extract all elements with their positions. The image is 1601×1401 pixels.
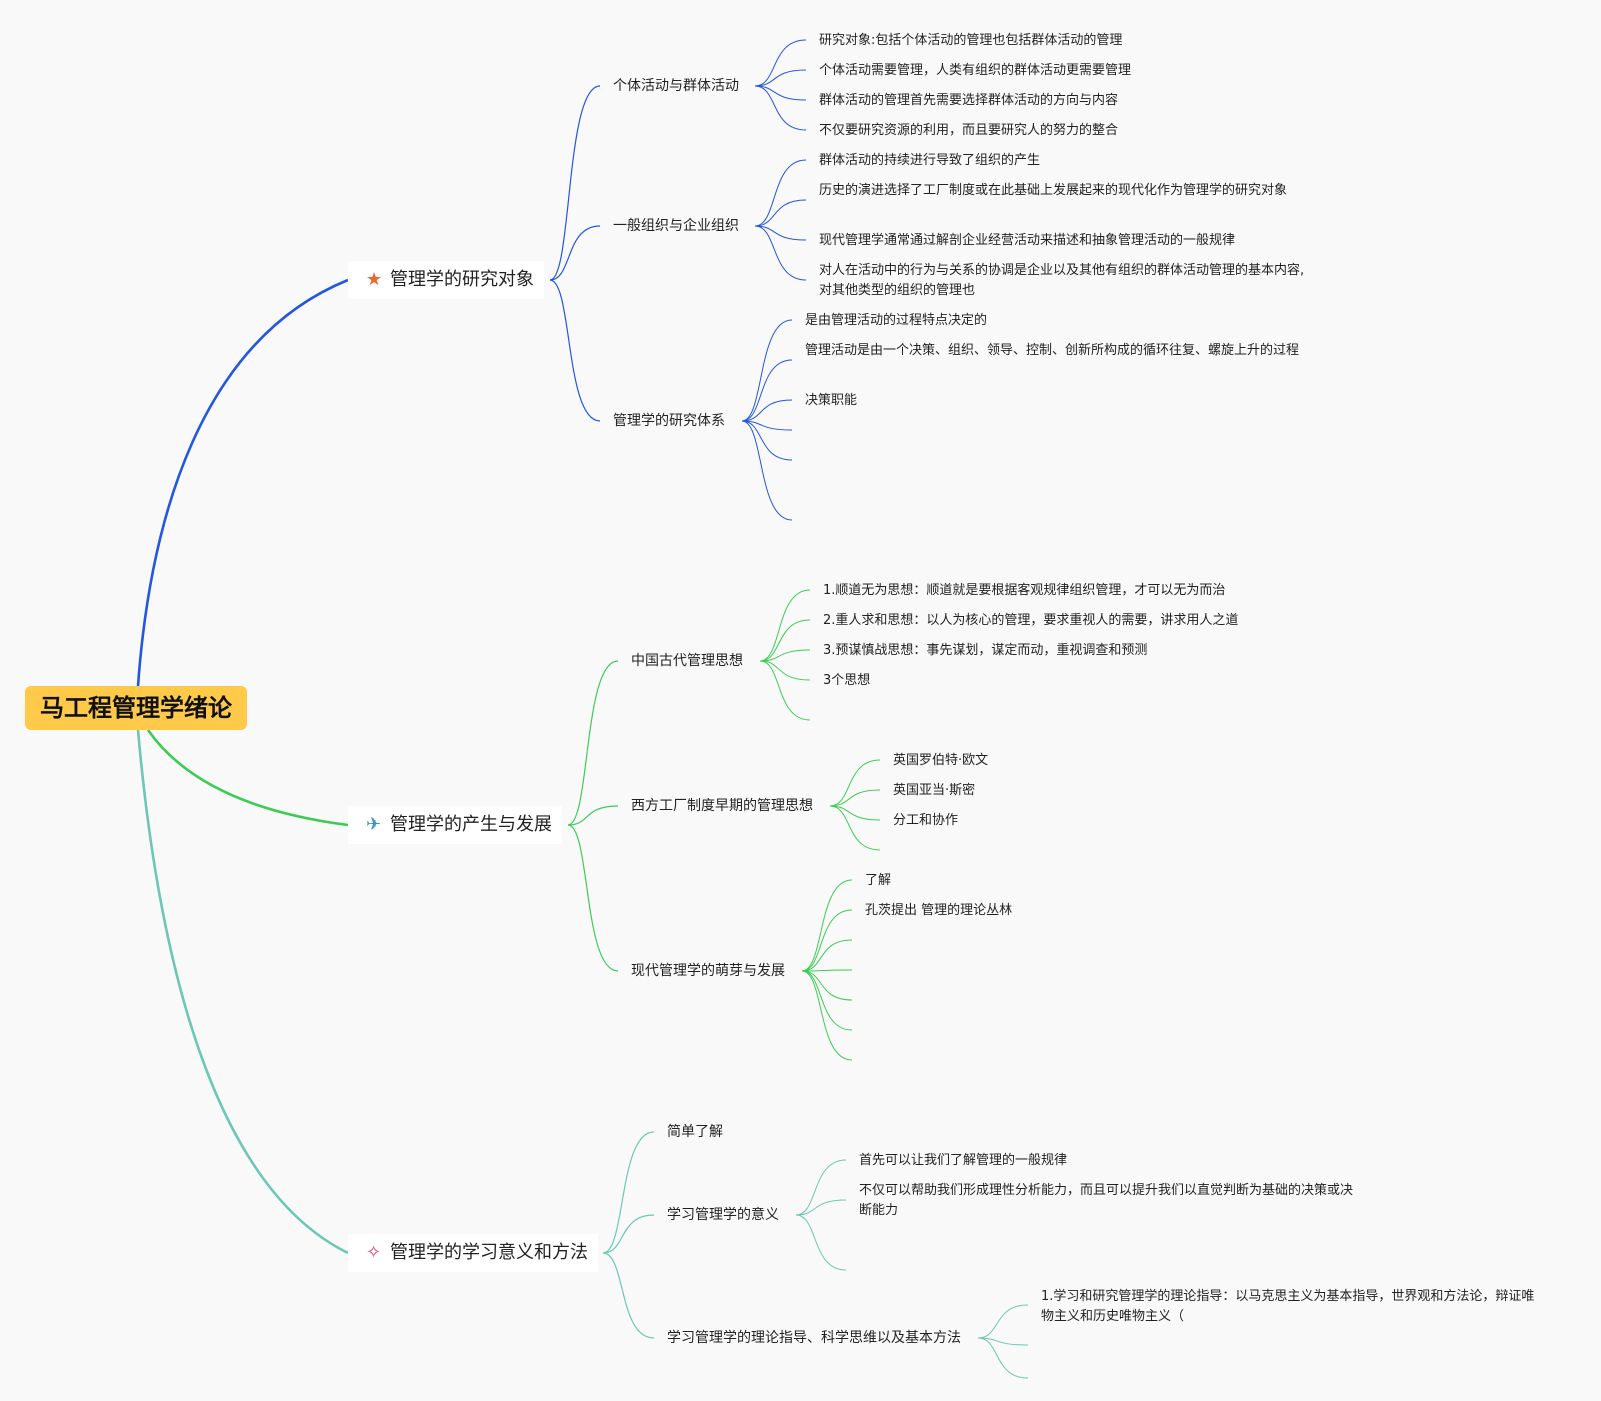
topic-modern-management[interactable]: 现代管理学的萌芽与发展	[631, 963, 785, 979]
leaf[interactable]: 管理活动是由一个决策、组织、领导、控制、创新所构成的循环往复、螺旋上升的过程	[805, 343, 1300, 358]
edge-root-branch2	[146, 729, 349, 827]
edge-topic-leaf	[801, 970, 853, 1061]
leaf[interactable]: 孔茨提出 管理的理论丛林	[865, 903, 1013, 918]
edge-topic-leaf	[801, 879, 853, 972]
topic-general-enterprise-org[interactable]: 一般组织与企业组织	[613, 218, 739, 234]
edge-root-branch1	[136, 278, 349, 687]
edge-topic-leaf	[754, 85, 807, 131]
topic-study-significance[interactable]: 学习管理学的意义	[667, 1207, 779, 1223]
leaf[interactable]: 1.顺道无为思想：顺道就是要根据客观规律组织管理，才可以无为而治	[823, 583, 1226, 598]
edge-branch-topic	[602, 1214, 655, 1254]
edge-topic-leaf	[801, 969, 853, 972]
edge-branch-topic	[549, 225, 601, 281]
leaf[interactable]: 英国亚当·斯密	[893, 783, 976, 798]
branch-label: 管理学的产生与发展	[390, 814, 552, 835]
edge-topic-leaf	[829, 805, 881, 821]
edge-topic-leaf	[829, 789, 881, 807]
edge-topic-leaf	[795, 1214, 847, 1271]
leaf[interactable]: 英国罗伯特·欧文	[893, 753, 989, 768]
edge-root-branch3	[136, 729, 349, 1255]
topic-research-system[interactable]: 管理学的研究体系	[613, 413, 725, 429]
leaf[interactable]: 不仅要研究资源的利用，而且要研究人的努力的整合	[819, 123, 1119, 138]
topic-brief-understanding[interactable]: 简单了解	[667, 1124, 723, 1140]
magic-wand-icon: ✧	[366, 1242, 382, 1263]
edge-topic-leaf	[759, 649, 811, 662]
edge-topic-leaf	[754, 199, 807, 227]
edge-branch-topic	[602, 1131, 655, 1254]
edge-branch-topic	[567, 824, 619, 972]
edge-topic-leaf	[741, 319, 793, 422]
edge-topic-leaf	[759, 660, 811, 681]
edge-topic-leaf	[795, 1199, 847, 1216]
leaf[interactable]: 对人在活动中的行为与关系的协调是企业以及其他有组织的群体活动管理的基本内容,对其…	[819, 263, 1305, 298]
branch-node-research-object[interactable]: ★ 管理学的研究对象	[348, 261, 544, 299]
edge-topic-leaf	[829, 759, 881, 807]
leaf[interactable]: 现代管理学通常通过解剖企业经营活动来描述和抽象管理活动的一般规律	[819, 233, 1236, 248]
edge-topic-leaf	[741, 359, 793, 422]
edge-topic-leaf	[754, 39, 807, 87]
topic-ancient-china[interactable]: 中国古代管理思想	[631, 653, 743, 669]
leaf[interactable]: 2.重人求和思想：以人为核心的管理，要求重视人的需要，讲求用人之道	[823, 613, 1239, 628]
paper-plane-icon: ✈	[366, 814, 382, 835]
edge-branch-topic	[567, 660, 619, 826]
edge-topic-leaf	[801, 970, 853, 1001]
branch-node-study-meaning-method[interactable]: ✧ 管理学的学习意义和方法	[348, 1234, 598, 1272]
leaf[interactable]: 研究对象:包括个体活动的管理也包括群体活动的管理	[819, 33, 1123, 48]
topic-theory-guidance-methods[interactable]: 学习管理学的理论指导、科学思维以及基本方法	[667, 1330, 961, 1346]
edge-branch-topic	[549, 85, 601, 281]
edge-topic-leaf	[759, 660, 811, 721]
edge-branch-topic	[602, 1252, 655, 1339]
edge-topic-leaf	[795, 1159, 847, 1216]
branch-label: 管理学的研究对象	[390, 269, 534, 290]
edge-topic-leaf	[754, 225, 807, 241]
leaf[interactable]: 3.预谋慎战思想：事先谋划，谋定而动，重视调查和预测	[823, 643, 1148, 658]
topic-western-factory[interactable]: 西方工厂制度早期的管理思想	[631, 798, 813, 814]
branch-label: 管理学的学习意义和方法	[390, 1242, 588, 1263]
topic-individual-group[interactable]: 个体活动与群体活动	[613, 78, 739, 94]
edge-topic-leaf	[754, 69, 807, 87]
leaf[interactable]: 决策职能	[805, 393, 858, 408]
leaf[interactable]: 分工和协作	[893, 813, 959, 828]
leaf[interactable]: 是由管理活动的过程特点决定的	[805, 313, 988, 328]
leaf[interactable]: 1.学习和研究管理学的理论指导：以马克思主义为基本指导，世界观和方法论，辩证唯物…	[1041, 1289, 1535, 1324]
leaf[interactable]: 3个思想	[823, 673, 871, 688]
edge-topic-leaf	[741, 399, 793, 422]
edge-topic-leaf	[801, 909, 853, 972]
edge-topic-leaf	[754, 225, 807, 281]
edge-topic-leaf	[977, 1304, 1029, 1339]
leaf[interactable]: 个体活动需要管理，人类有组织的群体活动更需要管理	[819, 63, 1132, 78]
edge-topic-leaf	[977, 1337, 1029, 1346]
star-icon: ★	[366, 269, 383, 290]
leaf[interactable]: 群体活动的管理首先需要选择群体活动的方向与内容	[819, 93, 1119, 108]
leaf[interactable]: 了解	[865, 873, 892, 888]
edge-topic-leaf	[977, 1337, 1029, 1379]
edge-topic-leaf	[754, 159, 807, 227]
branch-node-origin-development[interactable]: ✈ 管理学的产生与发展	[348, 806, 562, 844]
edge-branch-topic	[567, 805, 619, 826]
leaf[interactable]: 历史的演进选择了工厂制度或在此基础上发展起来的现代化作为管理学的研究对象	[819, 183, 1288, 198]
leaf[interactable]: 不仅可以帮助我们形成理性分析能力，而且可以提升我们以直觉判断为基础的决策或决断能…	[859, 1183, 1354, 1218]
root-node[interactable]: 马工程管理学绪论	[25, 686, 247, 730]
leaf[interactable]: 首先可以让我们了解管理的一般规律	[859, 1153, 1068, 1168]
edge-topic-leaf	[741, 420, 793, 461]
edge-topic-leaf	[801, 939, 853, 972]
edge-topic-leaf	[759, 589, 811, 662]
edge-topic-leaf	[754, 85, 807, 101]
edge-topic-leaf	[829, 805, 881, 851]
edge-topic-leaf	[741, 420, 793, 521]
edge-branch-topic	[549, 279, 601, 422]
edge-topic-leaf	[759, 619, 811, 662]
edge-topic-leaf	[741, 420, 793, 431]
edge-topic-leaf	[801, 970, 853, 1031]
leaf[interactable]: 群体活动的持续进行导致了组织的产生	[819, 153, 1041, 168]
